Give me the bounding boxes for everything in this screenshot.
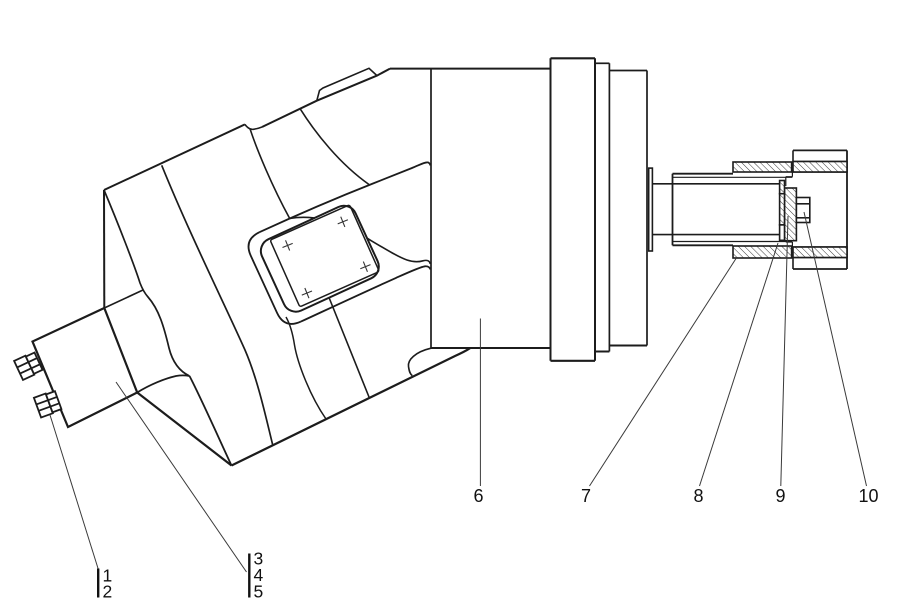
svg-text:1: 1 <box>103 566 113 586</box>
svg-text:4: 4 <box>254 565 264 585</box>
svg-text:6: 6 <box>473 486 483 506</box>
svg-text:2: 2 <box>103 582 113 602</box>
svg-text:3: 3 <box>254 549 264 569</box>
svg-text:5: 5 <box>254 582 264 602</box>
svg-text:9: 9 <box>775 486 785 506</box>
svg-text:7: 7 <box>581 486 591 506</box>
svg-text:10: 10 <box>858 486 878 506</box>
svg-text:8: 8 <box>693 486 703 506</box>
